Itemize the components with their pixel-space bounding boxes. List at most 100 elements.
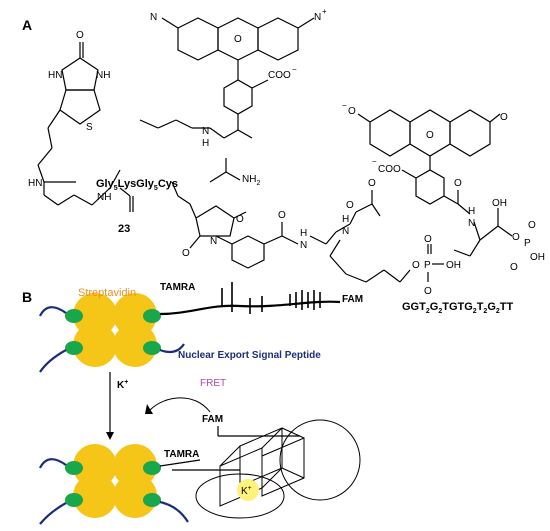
linker-structure xyxy=(171,181,351,269)
fam-atom-o: O xyxy=(500,112,508,123)
atom-s-biotin: S xyxy=(86,122,93,133)
nes-label: Nuclear Export Signal Peptide xyxy=(178,350,321,361)
fam-atom-o2: O xyxy=(512,232,520,243)
fam-atom-o-minus: O xyxy=(348,106,356,117)
atom-amide-n: N xyxy=(202,126,209,137)
peptide-cap xyxy=(65,461,83,475)
fam-atom-o-amide: O xyxy=(454,178,462,189)
peptide-cap xyxy=(65,341,83,355)
streptavidin-subunit xyxy=(73,323,117,367)
k-center-label: K+ xyxy=(241,485,252,497)
seq-sub-3: 2 xyxy=(438,308,442,315)
seq-part-2: G xyxy=(430,301,439,313)
peptide-cap xyxy=(143,493,161,507)
atom-o-biotin: O xyxy=(76,30,84,41)
fam-atom-o4: O xyxy=(510,262,518,273)
nes-tail xyxy=(39,458,67,469)
nes-tail xyxy=(159,343,185,354)
k-center-plus: + xyxy=(248,485,252,492)
dna-sequence: GGT2G2TGTG2T2G2TT xyxy=(402,301,514,315)
streptavidin-complex-bottom xyxy=(39,426,300,525)
biotin-structure xyxy=(37,42,134,212)
atom-n-carb: N xyxy=(342,226,349,237)
k-ion-text: K xyxy=(117,380,125,391)
atom-amide-h: H xyxy=(202,138,209,149)
atom-h-carb: H xyxy=(342,214,349,225)
seq-part-8: G xyxy=(487,301,496,313)
seq-sub-9: 2 xyxy=(496,308,500,315)
atom-o-succ1: O xyxy=(236,214,244,225)
peptide-cap xyxy=(65,309,83,323)
fam-atom-o-minus-sign: − xyxy=(342,101,347,110)
streptavidin-subunit xyxy=(113,323,157,367)
atom-hn-linker: HN xyxy=(28,178,42,189)
atom-coo: COO xyxy=(268,70,291,81)
seq-part-6: T xyxy=(477,301,484,313)
peptide-cap xyxy=(143,341,161,355)
fam-label-top: FAM xyxy=(342,294,363,305)
streptavidin-subunit xyxy=(73,474,117,518)
k-ion-label: K+ xyxy=(117,379,128,391)
compound-number: 23 xyxy=(118,223,130,235)
atom-o-p3: O xyxy=(424,286,432,297)
peptide-cap xyxy=(143,309,161,323)
atom-hn-biotin: HN xyxy=(48,70,62,81)
atom-o-carb1: O xyxy=(346,200,354,211)
pep-cys: Cys xyxy=(158,178,178,190)
panel-a-label: A xyxy=(22,17,32,33)
k-ion-center xyxy=(237,479,259,501)
atom-oh1: OH xyxy=(446,260,461,271)
seq-sub-5: 2 xyxy=(473,308,477,315)
atom-o-xanthene: O xyxy=(234,34,242,45)
atom-n-left: N xyxy=(150,12,157,23)
tamra-structure xyxy=(139,17,315,139)
seq-sub-1: 2 xyxy=(426,308,430,315)
reaction-arrowhead xyxy=(106,432,114,440)
seq-part-10: TT xyxy=(500,301,514,313)
fam-atom-coo: COO xyxy=(378,164,401,175)
atom-o-carb2: O xyxy=(368,178,376,189)
fam-atom-p: P xyxy=(524,238,531,249)
fam-label-bottom: FAM xyxy=(202,414,223,425)
panel-b: B xyxy=(22,282,363,525)
tamra-label-top: TAMRA xyxy=(160,282,195,293)
nes-tail xyxy=(39,502,67,525)
streptavidin-label: Streptavidin xyxy=(78,287,136,299)
atom-plus: + xyxy=(322,7,327,16)
atom-nh2-sub: 2 xyxy=(256,180,260,187)
fam-atom-oh: OH xyxy=(492,198,507,209)
atom-h-amide2: H xyxy=(300,228,307,239)
dna-duplex xyxy=(221,282,321,314)
streptavidin-complex-top xyxy=(39,282,341,373)
fret-arrowhead xyxy=(145,404,153,414)
atom-nh-peptide: NH xyxy=(97,192,111,203)
fret-arrow xyxy=(149,397,211,413)
fam-atom-oh2: OH xyxy=(530,252,545,263)
pep-gly: Gly xyxy=(96,178,115,190)
atom-nh2-text: NH xyxy=(242,174,256,185)
pep-gly-sub: 5 xyxy=(114,185,118,192)
nes-tail xyxy=(159,500,189,523)
atom-n-amide2: N xyxy=(300,240,307,251)
fam-atom-o-ring: O xyxy=(426,130,434,141)
link-line xyxy=(159,459,201,467)
atom-o-succ2: O xyxy=(182,248,190,259)
atom-n-succ: N xyxy=(210,236,217,247)
peptide-cap xyxy=(143,461,161,475)
seq-part-0: GGT xyxy=(402,301,426,313)
atom-o-carbonyl: O xyxy=(278,210,286,221)
panel-a: A HN NH O S HN Gly5Ly xyxy=(22,7,545,315)
nes-tail xyxy=(39,349,67,373)
pep-lysgly: LysGly xyxy=(118,178,155,190)
k-center-text: K xyxy=(241,486,248,497)
peptide-cap xyxy=(65,493,83,507)
fam-atom-coo-minus: − xyxy=(372,157,377,166)
tamra-label-bottom: TAMRA xyxy=(164,449,199,460)
panel-b-label: B xyxy=(22,289,32,305)
peptide-sequence: Gly5LysGly5Cys xyxy=(96,178,178,192)
fam-atom-h: H xyxy=(468,206,475,217)
pep-lysgly-sub: 5 xyxy=(154,185,158,192)
seq-part-4: TGTG xyxy=(442,301,473,313)
fam-atom-o3: O xyxy=(528,220,536,231)
